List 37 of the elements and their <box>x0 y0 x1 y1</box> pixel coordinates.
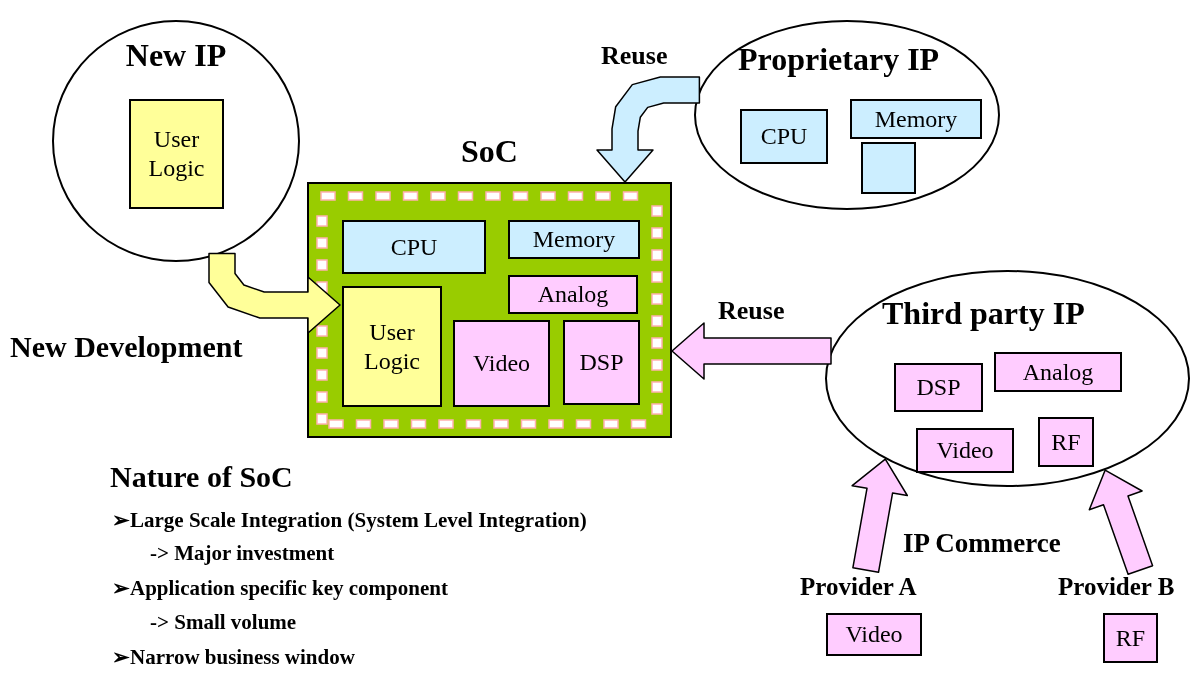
ip-block: Video <box>453 320 550 407</box>
block-arrow <box>596 76 701 183</box>
group-heading: Third party IP <box>882 296 1085 332</box>
block-arrow <box>671 322 832 380</box>
group-heading: New IP <box>124 38 228 74</box>
group-heading: Proprietary IP <box>738 42 940 78</box>
bullet-text: -> Small volume <box>150 610 297 635</box>
block-arrow <box>851 458 909 574</box>
edge-label: New Development <box>10 330 243 363</box>
ip-block: Video <box>916 428 1014 473</box>
block-arrow <box>1088 469 1154 576</box>
ip-block: Analog <box>994 352 1122 392</box>
provider-label: Provider B <box>1058 570 1204 604</box>
bullet-text: ➢Large Scale Integration (System Level Integration) <box>112 508 587 533</box>
edge-label: Reuse <box>718 297 785 326</box>
block-arrow <box>208 252 341 334</box>
ip-block: CPU <box>740 109 828 164</box>
bullet-text: ➢Narrow business window <box>112 645 355 670</box>
ip-block: Memory <box>508 220 640 259</box>
ip-block: Memory <box>850 99 982 139</box>
ip-block: User Logic <box>129 99 224 209</box>
ip-block: User Logic <box>342 286 442 407</box>
ip-block: Video <box>826 613 922 656</box>
bullet-text: ➢Application specific key component <box>112 576 448 601</box>
ip-block: DSP <box>563 320 640 405</box>
empty-ip-block <box>861 142 916 194</box>
caption-label: IP Commerce <box>903 528 1061 560</box>
section-heading: Nature of SoC <box>110 460 293 495</box>
ip-block: DSP <box>894 363 983 412</box>
group-heading: SoC <box>460 134 519 170</box>
ip-block: RF <box>1038 417 1094 467</box>
edge-label: Reuse <box>601 42 668 71</box>
ip-block: CPU <box>342 220 486 274</box>
bullet-text: -> Major investment <box>150 541 335 566</box>
provider-label: Provider A <box>800 570 950 604</box>
ip-block: Analog <box>508 275 638 314</box>
ip-block: RF <box>1103 613 1158 663</box>
